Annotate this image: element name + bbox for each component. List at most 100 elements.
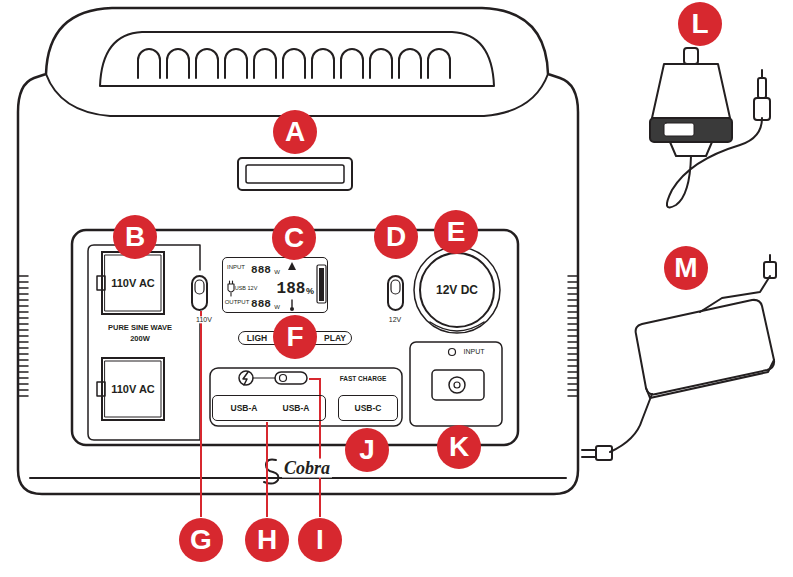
panel-marking: 110V AC (111, 278, 155, 289)
grip-rib (18, 395, 28, 397)
handle-grip (100, 32, 494, 86)
grip-rib (18, 365, 28, 367)
led-dot (280, 375, 287, 382)
leader-line (200, 311, 202, 517)
grip-rib (18, 377, 28, 379)
panel-marking: OUTPUT (225, 299, 250, 305)
usb-section (210, 368, 402, 426)
grip-rib (18, 335, 28, 337)
grip-rib (568, 389, 578, 391)
panel-marking: INPUT (462, 348, 487, 355)
input-port-ring (449, 377, 465, 393)
grip-rib (18, 281, 28, 283)
grip-bumps (138, 49, 450, 78)
grip-rib (568, 347, 578, 349)
grip-rib (568, 335, 578, 337)
panel-marking: W (274, 304, 280, 310)
callout-letter-text: J (359, 436, 375, 464)
callout-letter: L (678, 2, 722, 46)
ac-switch-knob (195, 280, 204, 294)
callout-letter-text: M (674, 254, 697, 282)
lightning-icon (243, 372, 248, 385)
fast-charge-led (275, 372, 307, 384)
panel-marking: PURE SINE WAVE (106, 324, 174, 332)
grip-rib (568, 395, 578, 397)
grip-rib (18, 353, 28, 355)
grip-rib (568, 341, 578, 343)
panel-marking: W (274, 269, 280, 275)
grip-bump (283, 49, 305, 78)
brand-logo: Cobra (282, 459, 332, 478)
grip-rib (18, 347, 28, 349)
input-port (432, 370, 484, 400)
panel-marking: PLAY (324, 334, 346, 343)
callout-letter-text: K (449, 433, 469, 461)
fast-charge-icon (239, 371, 253, 385)
callout-letter: M (664, 246, 708, 290)
panel-marking: FAST CHARGE (338, 376, 389, 383)
grip-bump (138, 49, 160, 78)
panel-marking: 888 (251, 299, 271, 310)
grip-bump (428, 49, 450, 78)
lcd-screen: INPUT888WUSB 12V188%OUTPUT888W (222, 257, 328, 313)
grip-rib (18, 293, 28, 295)
panel-marking: USB-A (231, 404, 258, 413)
panel-marking: 110V AC (111, 384, 155, 395)
panel-marking: USB-A (283, 404, 310, 413)
panel-marking: % (306, 287, 314, 296)
input-section (410, 342, 502, 426)
callout-letter: G (179, 518, 223, 562)
grip-rib (18, 275, 28, 277)
grip-rib (568, 365, 578, 367)
grip-rib (18, 371, 28, 373)
grip-bump (225, 49, 247, 78)
grip-rib (568, 275, 578, 277)
grip-rib (568, 323, 578, 325)
panel-marking: 12V DC (436, 284, 478, 296)
callout-letter-text: L (691, 10, 708, 38)
grip-rib (568, 281, 578, 283)
grip-rib (18, 359, 28, 361)
callout-letter-text: D (386, 223, 406, 251)
carry-slot (238, 158, 352, 190)
grip-rib (18, 305, 28, 307)
panel-marking: 12V (387, 316, 403, 323)
ac-section (88, 245, 200, 440)
grip-rib (18, 311, 28, 313)
grip-rib (18, 389, 28, 391)
grip-bump (254, 49, 276, 78)
grip-bump (341, 49, 363, 78)
callout-letter-text: C (284, 224, 304, 252)
dc-socket: 12V DC (419, 252, 495, 328)
grip-bump (399, 49, 421, 78)
grip-rib (568, 371, 578, 373)
callout-letter: J (345, 428, 389, 472)
callout-letter-text: B (125, 223, 145, 251)
grip-rib (568, 299, 578, 301)
callout-letter: H (245, 518, 289, 562)
panel-marking: USB 12V (235, 286, 258, 292)
usb-a-ports: USB-A USB-A (212, 395, 326, 421)
input-port-pin (454, 382, 460, 388)
callout-letter-text: H (257, 526, 277, 554)
dc-socket-ring (414, 247, 500, 333)
grip-bump (167, 49, 189, 78)
callout-letter: F (273, 315, 317, 359)
ac-switch (192, 276, 207, 310)
callout-letter: C (272, 216, 316, 260)
grip-rib (568, 377, 578, 379)
grip-rib (18, 317, 28, 319)
panel-marking: 188 (277, 281, 306, 297)
callout-letter: K (437, 425, 481, 469)
outlet-inner (105, 255, 161, 311)
panel-marking: 200W (128, 335, 152, 343)
callout-letter-text: I (316, 526, 324, 554)
callout-letter: A (273, 110, 317, 154)
callout-letter: E (434, 210, 478, 254)
panel-marking: 110V (194, 316, 214, 323)
grip-bump (312, 49, 334, 78)
grip-rib (568, 311, 578, 313)
front-panel (72, 230, 518, 445)
